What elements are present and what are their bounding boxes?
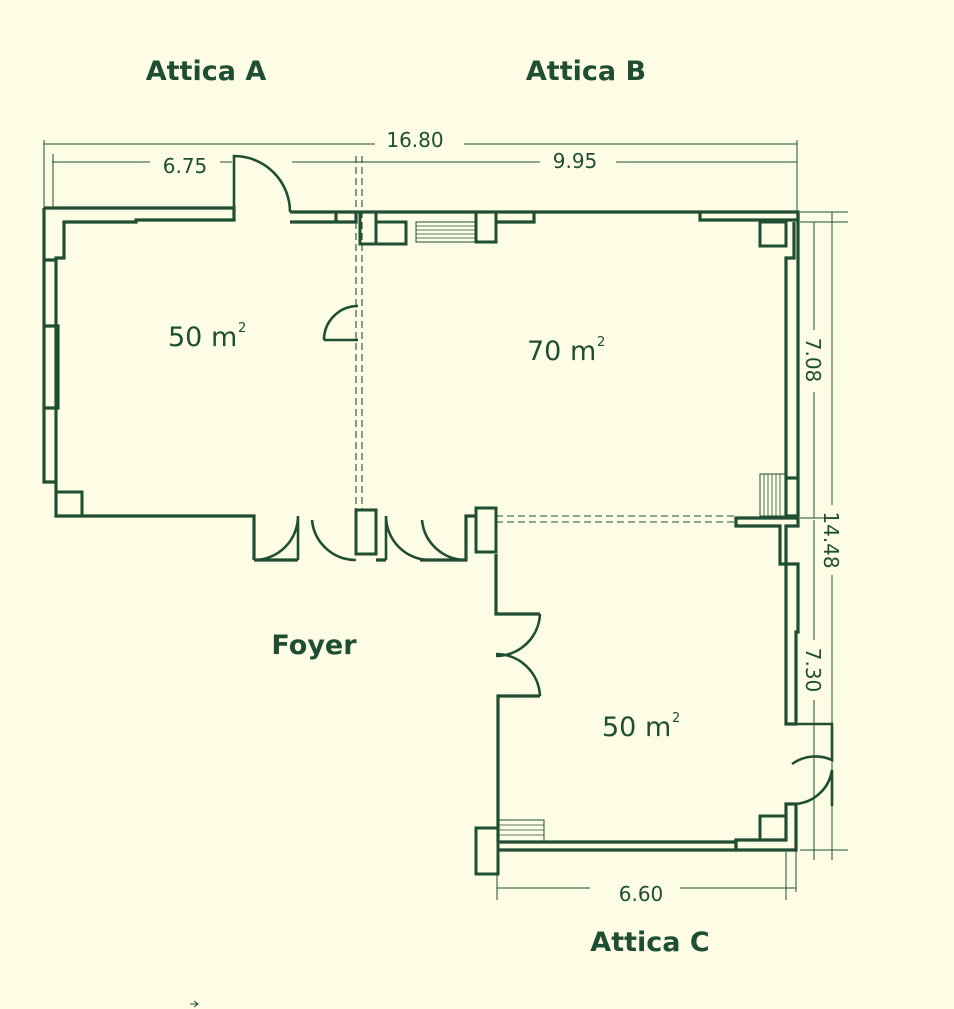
- dimension-total-width: 16.80: [386, 128, 443, 152]
- stairs-top: [415, 221, 477, 243]
- movable-partitions: [355, 156, 736, 523]
- doors: [232, 154, 834, 806]
- attica-a-area: 50 m: [168, 322, 237, 353]
- attica-a-area-sup: 2: [238, 321, 246, 336]
- stairs-right: [759, 473, 787, 517]
- dimension-attica-c-width: 6.60: [619, 882, 664, 906]
- door-partition-ab: [322, 304, 359, 342]
- door-attica-c-left: [495, 613, 542, 697]
- attica-b-area: 70 m: [527, 336, 596, 367]
- attica-c-area: 50 m: [602, 712, 671, 743]
- attica-b-area-sup: 2: [597, 335, 605, 350]
- stairs-bottom: [497, 819, 545, 843]
- dimension-attica-c-depth: 7.30: [801, 648, 825, 693]
- outer-walls: [42, 206, 800, 852]
- attica-c-title: Attica C: [590, 927, 709, 958]
- door-foyer-attica-b: [384, 515, 467, 562]
- dimension-attica-a-width: 6.75: [163, 154, 208, 178]
- foyer-label: Foyer: [271, 630, 357, 661]
- dimension-lines-bottom: [496, 850, 797, 900]
- attica-a-title: Attica A: [146, 56, 267, 87]
- dimension-total-depth: 14.48: [819, 511, 843, 568]
- attica-c-area-sup: 2: [672, 711, 680, 726]
- columns: [54, 210, 788, 876]
- dimension-attica-b-depth: 7.08: [801, 338, 825, 383]
- door-attica-a-top: [232, 154, 292, 213]
- dimension-attica-b-width: 9.95: [553, 149, 598, 173]
- door-attica-c-right: [791, 722, 834, 806]
- north-arrow-mark: [190, 1000, 199, 1008]
- dimension-lines-right: [800, 211, 848, 860]
- door-foyer-attica-a: [253, 515, 357, 562]
- dimension-lines-top: [43, 140, 798, 212]
- attica-b-title: Attica B: [526, 56, 646, 87]
